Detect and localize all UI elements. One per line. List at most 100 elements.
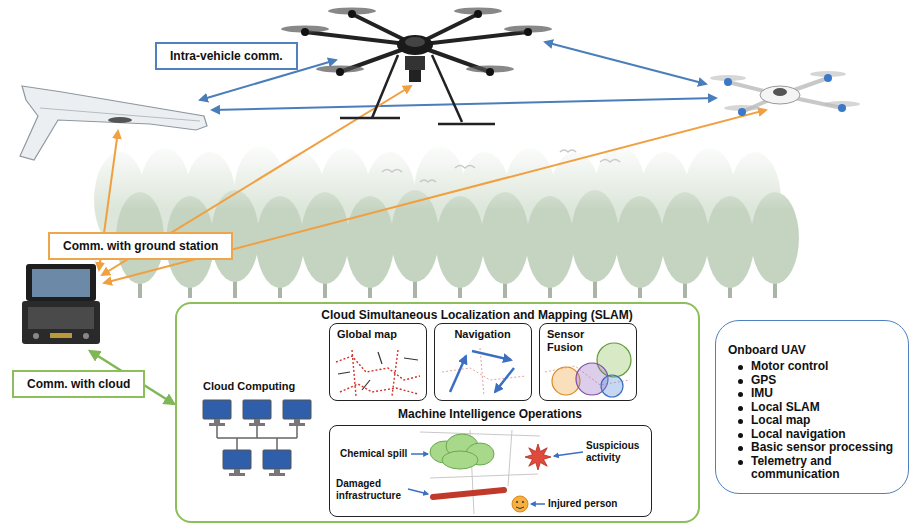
hexacopter-uav <box>432 55 462 122</box>
hexacopter-uav <box>281 8 552 73</box>
navigation-sketch <box>442 348 526 396</box>
hexacopter-uav <box>524 28 532 36</box>
callout-arrow <box>411 453 428 455</box>
comm-text: Intra-vehicle comm. <box>170 49 283 63</box>
navigation-sketch <box>480 348 484 396</box>
birds <box>382 170 402 173</box>
event-label: Chemical spill <box>340 448 407 460</box>
map-sketch <box>340 384 418 394</box>
fog <box>80 140 820 210</box>
computer-icon <box>254 419 260 423</box>
callout-arrow <box>531 503 545 505</box>
fixed-wing-uav <box>108 117 132 123</box>
panel-title: Cloud Simultaneous Localization and Mapp… <box>257 308 697 322</box>
quadcopter-uav <box>824 74 832 82</box>
bullet-text: GPS <box>751 374 902 388</box>
navigation-sketch <box>472 351 511 360</box>
bullet-text: Local map <box>751 414 902 428</box>
bullet-item: Basic sensor processing <box>738 441 902 455</box>
computer-icon <box>274 469 280 473</box>
injured-person-icon <box>522 501 524 503</box>
fixed-wing-uav <box>20 86 207 160</box>
hexacopter-uav <box>486 68 494 76</box>
navigation-sketch <box>495 368 514 392</box>
bullet-text: Basic sensor processing <box>751 441 902 455</box>
birds <box>600 160 620 163</box>
ground-station <box>26 264 96 301</box>
ground-station <box>32 269 90 297</box>
chemical-spill-icon <box>430 434 494 469</box>
quadcopter-uav <box>773 88 787 96</box>
panel-title: Onboard UAV <box>728 343 902 358</box>
hexacopter-uav <box>340 117 400 120</box>
sensor-fusion-sketch <box>601 375 623 397</box>
bullet-item: Motor control <box>738 360 902 374</box>
hexacopter-uav <box>372 55 398 118</box>
quadcopter-uav <box>724 74 846 116</box>
network-wires <box>217 426 297 450</box>
callout-arrow <box>408 452 583 504</box>
box-title: Machine Intelligence Operations <box>330 407 650 421</box>
bullet-dot <box>738 460 743 465</box>
slam-panel: Cloud Simultaneous Localization and Mapp… <box>175 302 700 523</box>
forest-front <box>80 140 820 298</box>
quadcopter-uav <box>710 71 860 111</box>
bullet-item: Local SLAM <box>738 401 902 415</box>
operations-map <box>420 430 540 514</box>
callout-arrow <box>408 489 428 494</box>
computer-icon <box>269 473 285 476</box>
bullet-text: Local navigation <box>751 428 902 442</box>
callout-arrow <box>554 452 583 456</box>
bullet-text: IMU <box>751 387 902 401</box>
bullet-text: Local SLAM <box>751 401 902 415</box>
ground-station <box>50 333 72 338</box>
bullet-dot <box>738 433 743 438</box>
birds <box>455 166 475 169</box>
hexacopter-uav <box>336 68 344 76</box>
function-box: Global map <box>329 323 427 401</box>
birds <box>382 150 620 182</box>
computer-icon <box>234 469 240 473</box>
map-sketch <box>336 350 420 396</box>
bullet-text: Telemetry and communication <box>751 455 902 482</box>
hexacopter-uav <box>405 56 425 70</box>
navigation-sketch <box>450 356 466 392</box>
quadcopter-uav <box>724 78 732 86</box>
quadcopter-uav <box>738 108 746 116</box>
group-label: Cloud Computing <box>203 380 295 393</box>
event-label: Injured person <box>548 498 617 510</box>
suspicious-activity-icon <box>525 444 551 470</box>
hexacopter-uav <box>409 70 421 82</box>
injured-person-icon <box>512 496 528 512</box>
map-sketch <box>392 350 398 396</box>
hexacopter-uav <box>305 14 528 72</box>
birds <box>420 180 436 182</box>
box-title: Global map <box>337 328 397 341</box>
computer-icon <box>209 423 225 426</box>
comm-label: Intra-vehicle comm. <box>155 42 298 70</box>
hexacopter-uav <box>281 8 552 125</box>
computer-icon <box>243 400 271 419</box>
ground-station <box>33 333 39 339</box>
ground-station <box>28 307 94 329</box>
bullet-dot <box>738 406 743 411</box>
bullet-dot <box>738 379 743 384</box>
fixed-wing-uav <box>20 86 207 160</box>
injured-person-icon <box>516 501 518 503</box>
quadcopter-uav <box>760 86 800 104</box>
bullet-item: IMU <box>738 387 902 401</box>
computer-icon <box>263 450 291 469</box>
bullet-item: Telemetry and communication <box>738 455 902 482</box>
computer-icon <box>249 423 265 426</box>
computer-icon <box>203 400 231 419</box>
damaged-infrastructure-icon <box>433 490 504 497</box>
event-label: Damaged infrastructure <box>336 478 410 502</box>
hexacopter-uav <box>301 28 309 36</box>
hexacopter-uav <box>405 37 425 47</box>
ground-station <box>22 301 100 344</box>
bullet-dot <box>738 365 743 370</box>
quadcopter-uav <box>710 71 860 116</box>
onboard-panel: Onboard UAV Motor controlGPSIMULocal SLAM… <box>715 320 909 494</box>
computer-icon <box>203 400 311 476</box>
comm-label: Comm. with ground station <box>48 232 233 260</box>
